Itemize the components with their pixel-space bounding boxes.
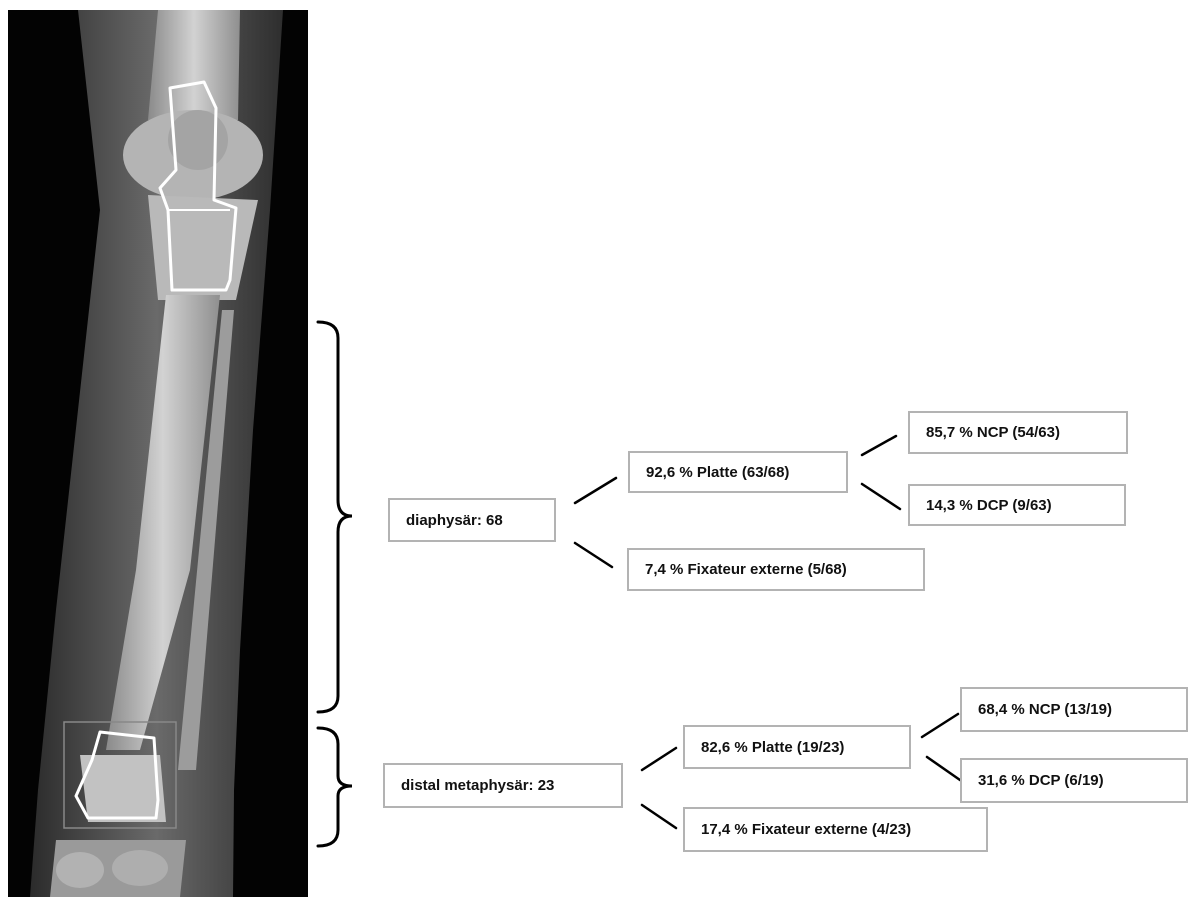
treatment-box-external-fixator-distal: 17,4 % Fixateur externe (4/23) (683, 807, 988, 852)
connector-line (922, 714, 958, 737)
connector-line (575, 478, 616, 503)
implant-box-dcp-distal: 31,6 % DCP (6/19) (960, 758, 1188, 803)
implant-box-ncp-distal: 68,4 % NCP (13/19) (960, 687, 1188, 732)
region-box-distal-metaphyseal: distal metaphysär: 23 (383, 763, 623, 808)
region-box-diaphyseal: diaphysär: 68 (388, 498, 556, 542)
connector-line (927, 757, 960, 780)
connector-line (575, 543, 612, 567)
bracket-distal-metaphyseal (318, 728, 352, 846)
connector-line (862, 436, 896, 455)
connector-line (642, 748, 676, 770)
treatment-box-plate-diaphyseal: 92,6 % Platte (63/68) (628, 451, 848, 493)
treatment-box-external-fixator-diaphyseal: 7,4 % Fixateur externe (5/68) (627, 548, 925, 591)
implant-box-ncp-diaphyseal: 85,7 % NCP (54/63) (908, 411, 1128, 454)
treatment-box-plate-distal: 82,6 % Platte (19/23) (683, 725, 911, 769)
connector-line (862, 484, 900, 509)
bracket-diaphyseal (318, 322, 352, 712)
implant-box-dcp-diaphyseal: 14,3 % DCP (9/63) (908, 484, 1126, 526)
connector-line (642, 805, 676, 828)
